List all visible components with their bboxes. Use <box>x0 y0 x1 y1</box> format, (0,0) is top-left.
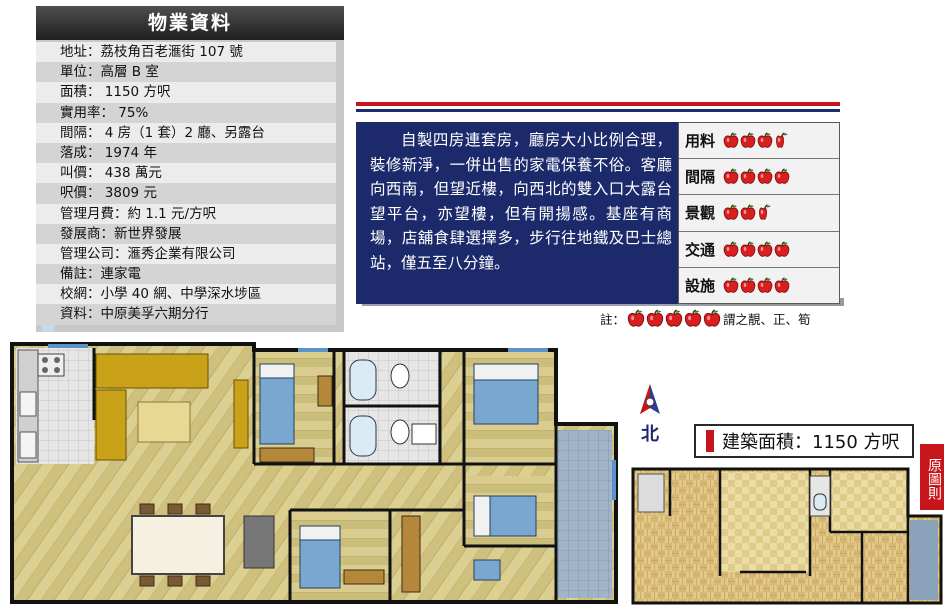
apple-icon <box>740 277 756 294</box>
rating-label: 設施 <box>685 277 716 296</box>
info-rows: 地址：荔枝角百老滙街 107 號單位：高層 B 室面積： 1150 方呎實用率：… <box>36 42 336 325</box>
rating-table: 用料間隔景觀交通設施 <box>678 122 840 304</box>
apple-icon <box>757 168 773 185</box>
apple-icon <box>774 241 790 258</box>
rating-apples <box>723 132 790 149</box>
info-row: 面積： 1150 方呎 <box>36 82 336 103</box>
apple-icon <box>740 204 756 221</box>
half-apple-icon <box>774 132 790 149</box>
mini-floor-plan-drawing <box>631 467 943 605</box>
rating-row: 交通 <box>679 232 839 268</box>
rating-label: 用料 <box>685 132 716 151</box>
info-row: 間隔： 4 房（1 套）2 廳、另露台 <box>36 122 336 143</box>
info-row: 管理公司：滙秀企業有限公司 <box>36 243 336 265</box>
info-row: 落成： 1974 年 <box>36 142 336 164</box>
apple-icon <box>757 132 773 149</box>
rating-legend: 註： 謂之靚、正、筍 <box>600 308 811 328</box>
legend-suffix: 謂之靚、正、筍 <box>723 311 811 327</box>
info-row: 發展商：新世界發展 <box>36 223 336 244</box>
apple-icon <box>723 204 739 221</box>
building-area-box: 建築面積：1150 方呎 <box>694 424 914 458</box>
info-row: 備註：連家電 <box>36 264 336 285</box>
apple-icon <box>723 277 739 294</box>
apple-icon <box>723 132 739 149</box>
info-row: 資料：中原美孚六期分行 <box>36 304 336 325</box>
scale-note-badge: 原圖則 <box>920 444 944 510</box>
info-panel-title: 物業資料 <box>36 6 344 40</box>
info-row: 管理月費：約 1.1 元/方呎 <box>36 203 336 224</box>
apple-icon <box>723 241 739 258</box>
rating-label: 間隔 <box>685 168 716 187</box>
apple-icon <box>740 132 756 149</box>
apple-icon <box>703 308 721 328</box>
header-rule-navy <box>356 109 840 112</box>
info-row: 地址：荔枝角百老滙街 107 號 <box>36 42 336 63</box>
north-label: 北 <box>641 424 659 444</box>
building-area-text: 建築面積：1150 方呎 <box>722 432 900 453</box>
apple-icon <box>757 241 773 258</box>
rating-row: 間隔 <box>679 159 839 196</box>
description-box: 自製四房連套房，廳房大小比例合理，裝修新淨，一併出售的家電保養不俗。客廳向西南，… <box>356 122 678 304</box>
rating-row: 設施 <box>679 268 839 304</box>
apple-icon <box>684 308 702 328</box>
rating-row: 用料 <box>679 123 839 160</box>
apple-icon <box>665 308 683 328</box>
info-row: 呎價： 3809 元 <box>36 183 336 204</box>
apple-icon <box>740 241 756 258</box>
rating-apples <box>723 168 790 185</box>
info-row: 校網：小學 40 網、中學深水埗區 <box>36 284 336 305</box>
info-row: 叫價： 438 萬元 <box>36 163 336 184</box>
legend-prefix: 註： <box>600 311 626 327</box>
north-arrow-icon: 北 <box>630 380 670 445</box>
apple-icon <box>757 277 773 294</box>
apple-icon <box>774 168 790 185</box>
info-row: 實用率： 75% <box>36 102 336 123</box>
info-row: 單位：高層 B 室 <box>36 62 336 83</box>
rating-apples <box>723 241 790 258</box>
legend-apples <box>627 308 721 328</box>
rating-apples <box>723 204 773 221</box>
apple-icon <box>740 168 756 185</box>
rating-label: 景觀 <box>685 204 716 223</box>
apple-icon <box>646 308 664 328</box>
mini-floor-plan <box>630 466 944 606</box>
apple-icon <box>774 277 790 294</box>
main-floor-plan <box>8 340 620 606</box>
apple-icon <box>627 308 645 328</box>
apple-icon <box>723 168 739 185</box>
half-apple-icon <box>757 204 773 221</box>
rating-label: 交通 <box>685 240 716 259</box>
area-accent-bar <box>706 430 714 452</box>
header-rule-red <box>356 102 840 106</box>
property-info-panel: 物業資料 地址：荔枝角百老滙街 107 號單位：高層 B 室面積： 1150 方… <box>36 6 344 332</box>
rating-row: 景觀 <box>679 195 839 232</box>
floor-plan-drawing <box>10 342 618 604</box>
rating-apples <box>723 277 790 294</box>
